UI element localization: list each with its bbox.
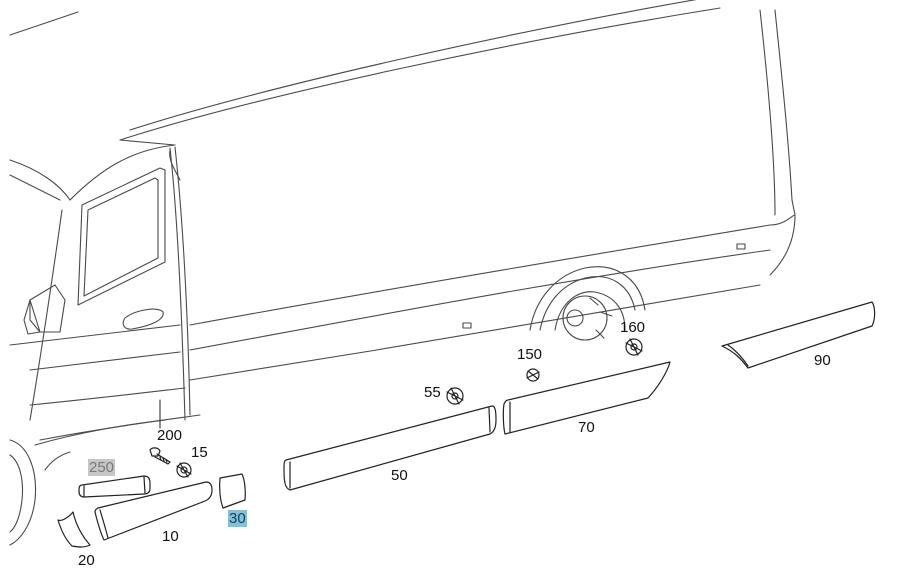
clip-55	[446, 387, 464, 405]
clip-15	[176, 462, 192, 478]
end-cap-20	[57, 511, 91, 548]
callout-50: 50	[391, 467, 408, 484]
trim-piece-30	[219, 473, 246, 509]
callout-90: 90	[814, 352, 831, 369]
callout-20: 20	[78, 552, 95, 569]
trim-strip-50	[283, 405, 497, 491]
trim-strip-10	[94, 481, 213, 541]
screw-200	[149, 447, 171, 465]
clip-150	[526, 368, 540, 382]
callout-160: 160	[620, 319, 646, 336]
callout-70: 70	[578, 419, 595, 436]
callout-30: 30	[228, 510, 247, 527]
callout-15: 15	[191, 444, 208, 461]
van-outline	[9, 0, 796, 546]
callout-250: 250	[88, 459, 116, 476]
trim-strip-90	[721, 301, 876, 369]
callout-200: 200	[157, 427, 183, 444]
callout-150: 150	[517, 346, 543, 363]
trim-strip-70	[502, 361, 671, 435]
callout-55: 55	[424, 384, 441, 401]
trim-strip-250	[78, 475, 151, 498]
clip-160	[625, 338, 643, 356]
callout-10: 10	[162, 528, 179, 545]
